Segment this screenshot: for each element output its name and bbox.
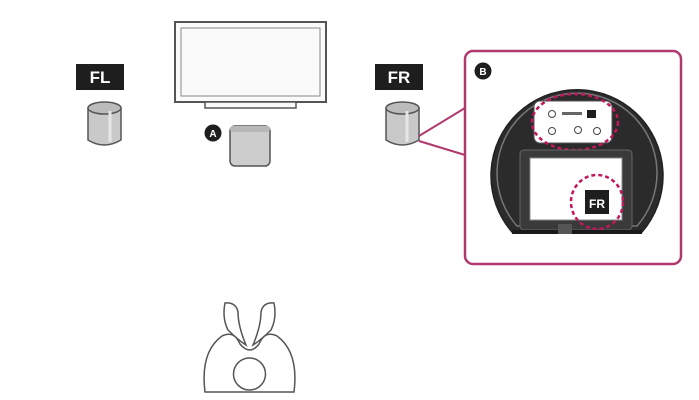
front-left-text: FL bbox=[90, 68, 111, 87]
detail-fr-text: FR bbox=[589, 197, 605, 211]
callout-b-badge: B bbox=[474, 62, 492, 80]
front-left-label: FL bbox=[76, 64, 124, 90]
front-right-label: FR bbox=[375, 64, 423, 90]
callout-b-text: B bbox=[479, 67, 486, 78]
callout-leader-lines bbox=[418, 107, 466, 156]
tv-icon bbox=[174, 21, 327, 109]
speaker-icon bbox=[87, 101, 122, 146]
callout-a-badge: A bbox=[204, 124, 222, 142]
speaker-icon bbox=[385, 101, 420, 146]
listener-icon bbox=[203, 302, 296, 393]
callout-a-text: A bbox=[209, 129, 216, 140]
speaker-bottom-view: FR bbox=[490, 89, 664, 234]
subwoofer-icon bbox=[229, 125, 271, 167]
front-right-text: FR bbox=[388, 68, 411, 87]
